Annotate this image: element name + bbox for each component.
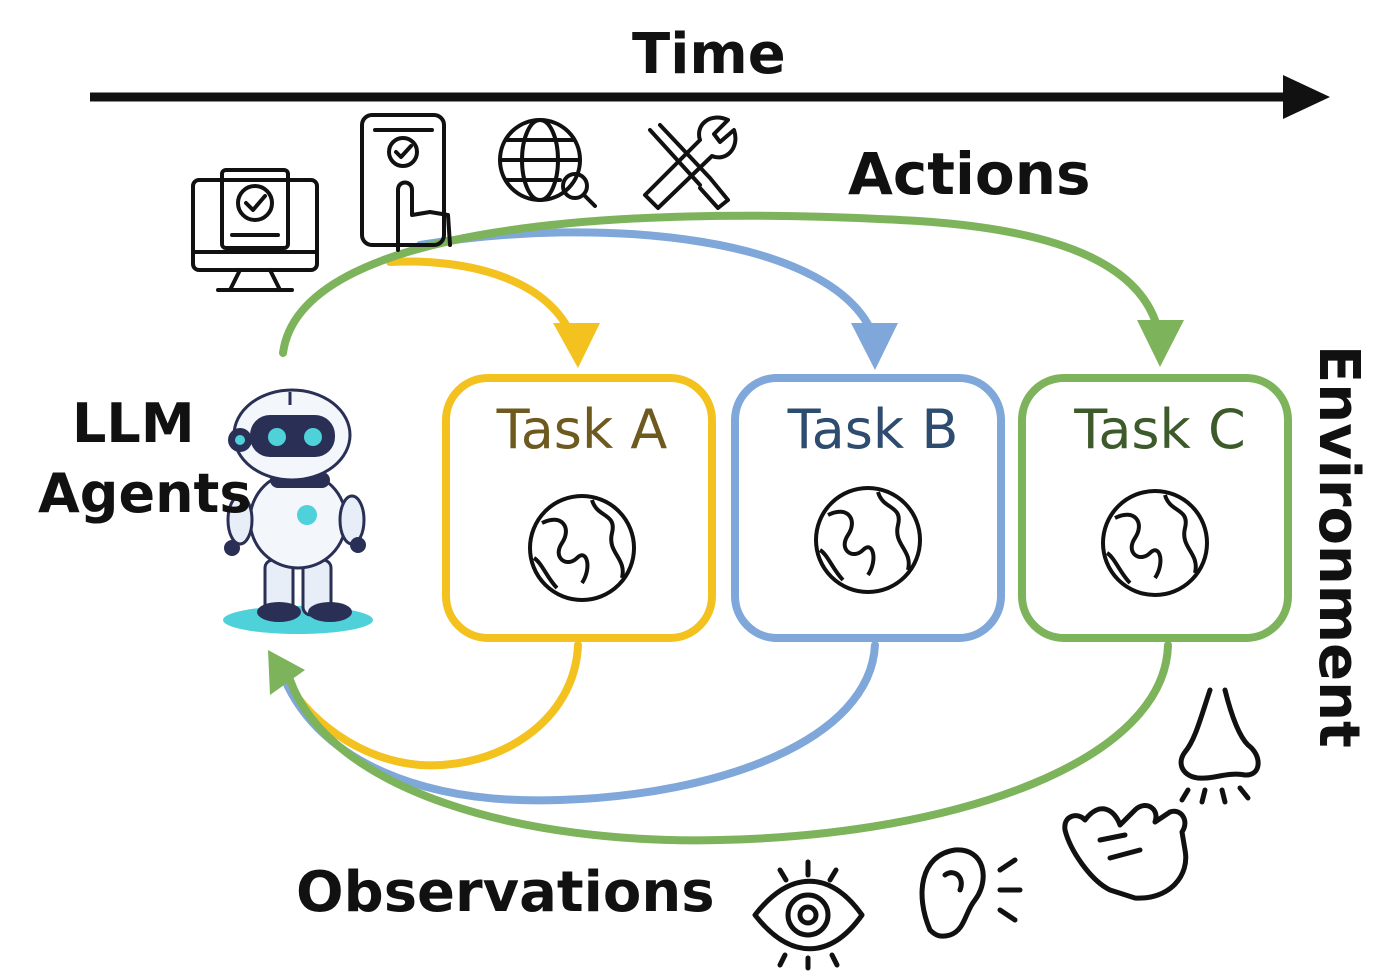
task-b-box: [731, 374, 1005, 642]
observations-label: Observations: [296, 860, 715, 925]
robot-icon: [223, 388, 373, 634]
action-arc-task-c: [279, 211, 1164, 357]
observation-arrowhead: [268, 650, 305, 695]
tools-icon: [643, 115, 738, 210]
action-arc-task-b: [416, 228, 879, 344]
globe-icon: [1101, 489, 1209, 597]
web-search-icon: [498, 118, 597, 208]
time-label: Time: [632, 22, 786, 87]
observation-arc-task-a: [276, 641, 582, 770]
environment-label: Environment: [1306, 345, 1371, 748]
observation-arc-task-b: [281, 641, 879, 805]
hand-icon: [1062, 803, 1189, 901]
observation-arcs: [276, 641, 1172, 845]
globe-icon: [528, 494, 636, 602]
task-c-title: Task C: [1074, 398, 1246, 461]
task-b-title: Task B: [787, 398, 959, 461]
task-a-box: [442, 374, 716, 642]
agents-label-line1: LLM: [72, 392, 195, 455]
action-arc-task-a: [386, 257, 579, 349]
observation-arc-task-c: [286, 641, 1172, 845]
phone-touch-icon: [360, 113, 452, 252]
eye-icon: [752, 859, 865, 971]
task-boxes: [442, 374, 1292, 642]
ear-icon: [919, 847, 1023, 939]
task-globes: [528, 486, 1209, 602]
action-arrowheads: [553, 320, 1184, 370]
action-icons: [191, 113, 738, 292]
globe-icon: [814, 486, 922, 594]
computer-check-icon: [191, 168, 319, 292]
task-c-box: [1018, 374, 1292, 642]
time-axis-arrow: [90, 75, 1330, 119]
task-a-title: Task A: [496, 398, 668, 461]
agents-label-line2: Agents: [38, 462, 252, 525]
action-arcs: [279, 211, 1164, 357]
actions-label: Actions: [848, 140, 1091, 208]
nose-icon: [1178, 687, 1261, 805]
observation-icons: [752, 687, 1261, 971]
